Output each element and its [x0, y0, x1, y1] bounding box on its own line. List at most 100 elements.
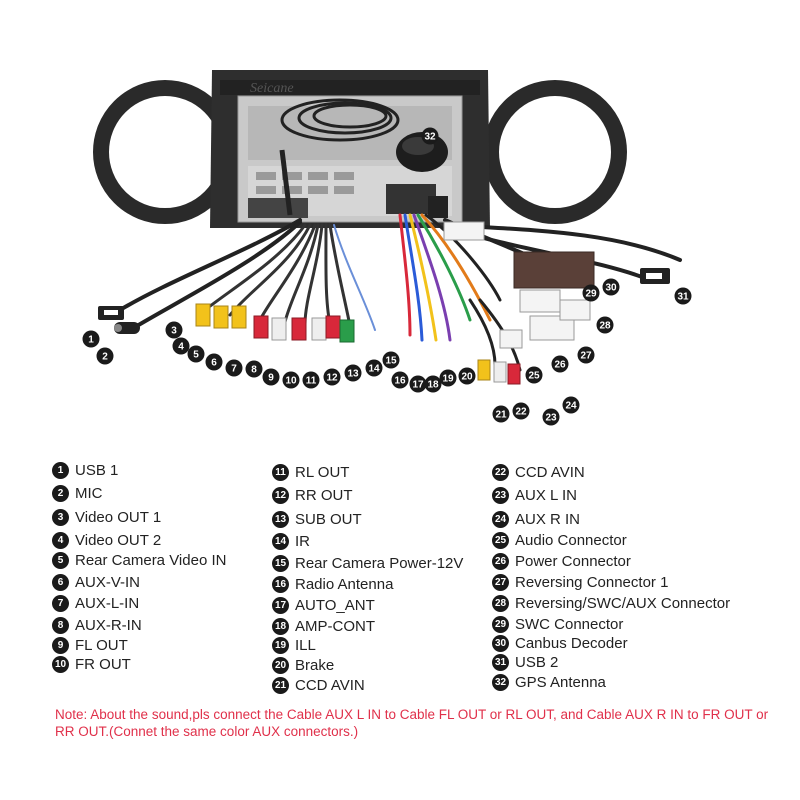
- note-text: Note: About the sound,pls connect the Ca…: [55, 707, 769, 739]
- legend-item: 26 Power Connector: [492, 551, 631, 571]
- legend-label: Audio Connector: [515, 531, 627, 549]
- legend-number-badge: 21: [272, 676, 289, 694]
- legend-label: Reversing Connector 1: [515, 573, 669, 591]
- marker-number: 25: [528, 371, 540, 382]
- legend-number-badge: 14: [272, 532, 289, 550]
- legend-number-badge: 6: [52, 573, 69, 591]
- marker-25: 25: [525, 366, 543, 384]
- legend-label: Rear Camera Power-12V: [295, 554, 464, 572]
- legend-number-badge: 10: [52, 655, 69, 673]
- legend-number-badge: 23: [492, 486, 509, 504]
- legend-label: MIC: [75, 484, 103, 502]
- marker-circle: [187, 345, 205, 363]
- marker-number: 17: [412, 380, 424, 391]
- marker-number: 4: [178, 342, 184, 353]
- marker-circle: [421, 127, 439, 145]
- cable-bundle-center: [398, 213, 502, 342]
- marker-number: 12: [326, 373, 338, 384]
- legend-label: CCD AVIN: [515, 463, 585, 481]
- marker-19: 19: [439, 369, 457, 387]
- marker-number: 29: [585, 289, 597, 300]
- cable-bundle-right: [443, 218, 682, 372]
- marker-5: 5: [187, 345, 205, 363]
- legend-label: AUX-L-IN: [75, 594, 140, 612]
- marker-circle: [365, 359, 383, 377]
- legend-label: USB 2: [515, 653, 559, 671]
- marker-circle: [562, 396, 580, 414]
- legend-number-badge: 29: [492, 615, 509, 633]
- marker-number: 10: [285, 376, 297, 387]
- marker-32: 32: [421, 127, 439, 145]
- legend-number-badge: 2: [52, 484, 69, 502]
- marker-circle: [551, 355, 569, 373]
- marker-27: 27: [577, 346, 595, 364]
- marker-number: 30: [605, 283, 617, 294]
- legend-number-badge: 25: [492, 531, 509, 549]
- legend-number-badge: 16: [272, 575, 289, 593]
- marker-3: 3: [165, 321, 183, 339]
- marker-circle: [409, 375, 427, 393]
- marker-circle: [596, 316, 614, 334]
- cable-bundle-left: [118, 218, 376, 332]
- marker-number: 20: [461, 372, 473, 383]
- legend-number-badge: 17: [272, 596, 289, 614]
- legend-number-badge: 22: [492, 463, 509, 481]
- marker-26: 26: [551, 355, 569, 373]
- marker-21: 21: [492, 405, 510, 423]
- legend-number-badge: 30: [492, 634, 509, 652]
- legend-item: 30 Canbus Decoder: [492, 633, 628, 653]
- legend-number-badge: 24: [492, 510, 509, 528]
- wiring-diagram: Seicane: [82, 70, 692, 426]
- marker-circle: [492, 405, 510, 423]
- legend-number-badge: 8: [52, 616, 69, 634]
- legend-item: 25 Audio Connector: [492, 530, 627, 550]
- legend-label: AUX R IN: [515, 510, 581, 528]
- legend-number-badge: 15: [272, 554, 289, 572]
- legend-label: Video OUT 2: [75, 531, 162, 549]
- marker-circle: [225, 359, 243, 377]
- marker-number: 21: [495, 410, 507, 421]
- legend-label: Reversing/SWC/AUX Connector: [515, 594, 731, 612]
- legend-number-badge: 26: [492, 552, 509, 570]
- marker-number: 7: [231, 364, 237, 375]
- marker-4: 4: [172, 337, 190, 355]
- marker-number: 5: [193, 350, 199, 361]
- marker-30: 30: [602, 278, 620, 296]
- legend-number-badge: 12: [272, 486, 289, 504]
- marker-circle: [172, 337, 190, 355]
- marker-23: 23: [542, 408, 560, 426]
- marker-18: 18: [424, 375, 442, 393]
- marker-circle: [512, 402, 530, 420]
- legend-label: Power Connector: [515, 552, 631, 570]
- marker-circle: [391, 371, 409, 389]
- marker-number: 22: [515, 407, 527, 418]
- marker-circle: [382, 351, 400, 369]
- marker-number: 8: [251, 365, 257, 376]
- white-harness-connectors: [443, 221, 591, 349]
- legend-label: IR: [295, 532, 310, 550]
- legend-item: 24 AUX R IN: [492, 509, 580, 529]
- marker-20: 20: [458, 367, 476, 385]
- legend-number-badge: 13: [272, 510, 289, 528]
- legend-number-badge: 27: [492, 573, 509, 591]
- marker-22: 22: [512, 402, 530, 420]
- marker-1: 1: [82, 330, 100, 348]
- legend-item: 2 MIC: [52, 483, 103, 503]
- legend-label: Canbus Decoder: [515, 634, 628, 652]
- marker-17: 17: [409, 375, 427, 393]
- marker-number: 27: [580, 351, 592, 362]
- marker-number: 2: [102, 352, 108, 363]
- marker-number: 13: [347, 369, 359, 380]
- marker-7: 7: [225, 359, 243, 377]
- usb-2-connector: [640, 268, 670, 284]
- canbus-decoder: [513, 251, 595, 289]
